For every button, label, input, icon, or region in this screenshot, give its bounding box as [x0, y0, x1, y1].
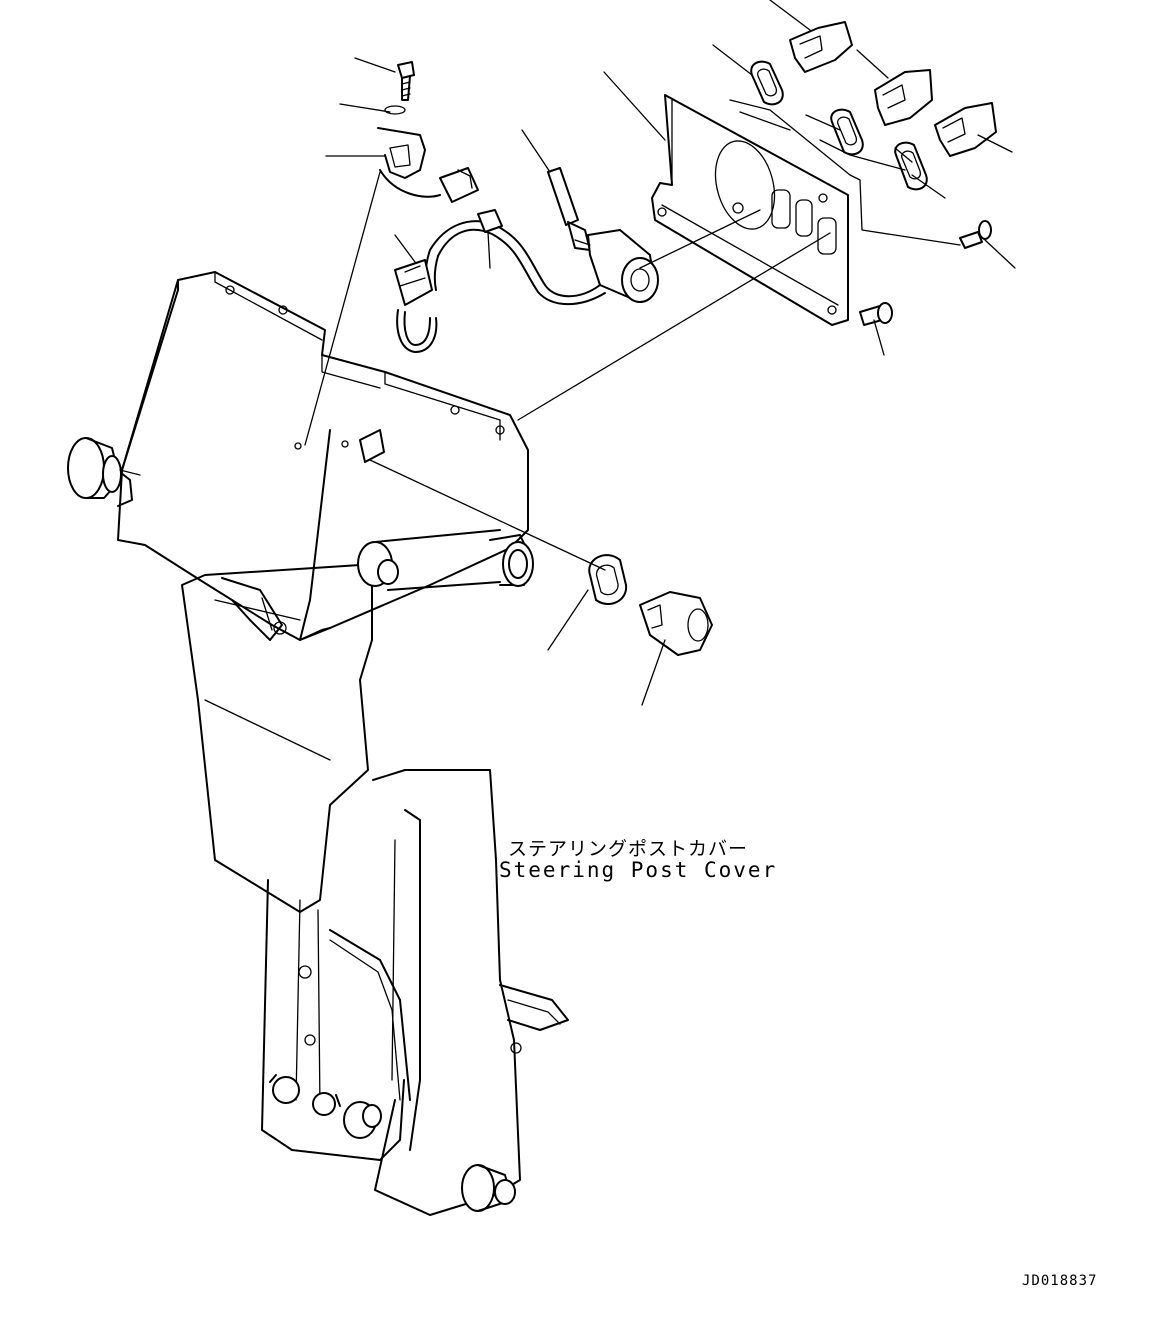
switch-plate — [651, 94, 849, 326]
bolt-and-bracket — [377, 61, 479, 203]
screws — [859, 220, 992, 326]
steering-post-cover — [67, 271, 534, 641]
toggle-switch — [547, 167, 659, 303]
caption-english: Steering Post Cover — [499, 858, 778, 882]
connectors — [639, 21, 997, 656]
caption-japanese: ステアリングポストカバー — [508, 838, 749, 860]
steering-column — [181, 564, 569, 1216]
wire-harness — [394, 209, 606, 353]
assembly-guides — [304, 99, 961, 571]
drawing-number: JD018837 — [1022, 1273, 1098, 1289]
grommets — [588, 60, 928, 605]
leader-lines — [325, 0, 1016, 706]
